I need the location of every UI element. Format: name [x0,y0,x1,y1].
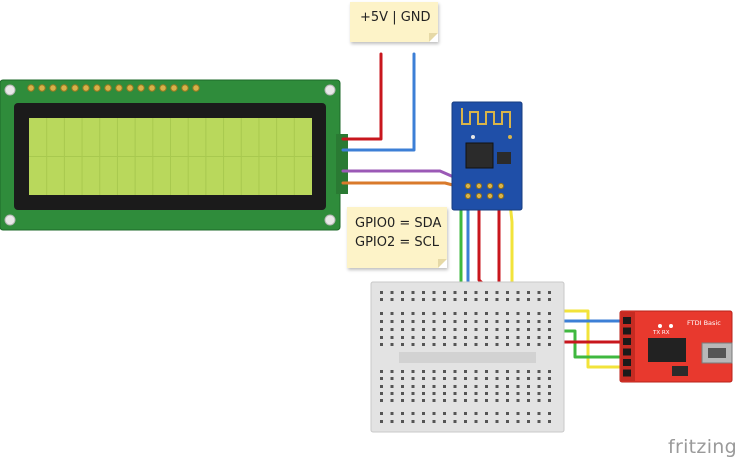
lcd-header-pins [27,84,200,92]
gpio-note: GPIO0 = SDA GPIO2 = SCL [347,207,447,268]
lcd-character-grid [29,118,312,195]
lcd-module [0,79,348,231]
ftdi-tx-rx-label: TX RX [652,330,670,336]
ftdi-title: FTDI Basic [687,319,721,327]
gpio-note-line-2: GPIO2 = SCL [355,235,439,250]
power-note: +5V | GND [350,2,438,42]
breadboard [370,281,565,433]
wire-gnd-blue [341,52,416,152]
fritzing-logo: fritzing [668,436,735,458]
gpio-note-line-1: GPIO0 = SDA [355,216,442,231]
esp8266-module [451,101,523,211]
ftdi-board: FTDI Basic TX RX [619,310,733,383]
wire-5v-red [341,52,383,141]
esp-header-pins [464,182,505,200]
power-note-text: +5V | GND [360,10,431,25]
